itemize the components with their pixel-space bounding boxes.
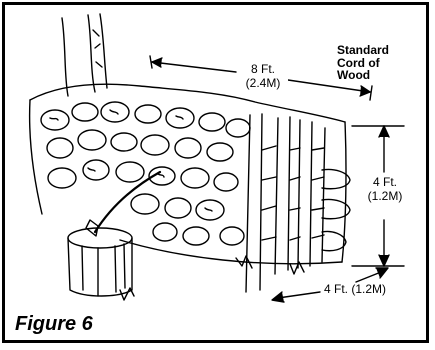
height-m-label: (1.2M) xyxy=(364,190,406,204)
grass-tufts xyxy=(120,256,304,300)
log-ends xyxy=(41,102,250,245)
axe-icon xyxy=(86,172,160,236)
height-label: 4 Ft. (1.2M) xyxy=(364,176,406,204)
chopping-block-icon xyxy=(68,228,132,296)
stack-left-outline xyxy=(30,100,42,214)
stack-top-outline xyxy=(30,84,345,122)
length-label: 8 Ft. (2.4M) xyxy=(238,63,288,91)
tree-trunk xyxy=(62,18,68,96)
length-m-label: (2.4M) xyxy=(238,77,288,91)
depth-label: 4 Ft. (1.2M) xyxy=(320,283,390,297)
diagram-title: Standard Cord of Wood xyxy=(337,44,407,82)
figure-caption: Figure 6 xyxy=(15,313,93,336)
height-ft-label: 4 Ft. xyxy=(364,176,406,190)
length-ft-label: 8 Ft. xyxy=(238,63,288,77)
stack-bottom-outline xyxy=(120,240,342,264)
